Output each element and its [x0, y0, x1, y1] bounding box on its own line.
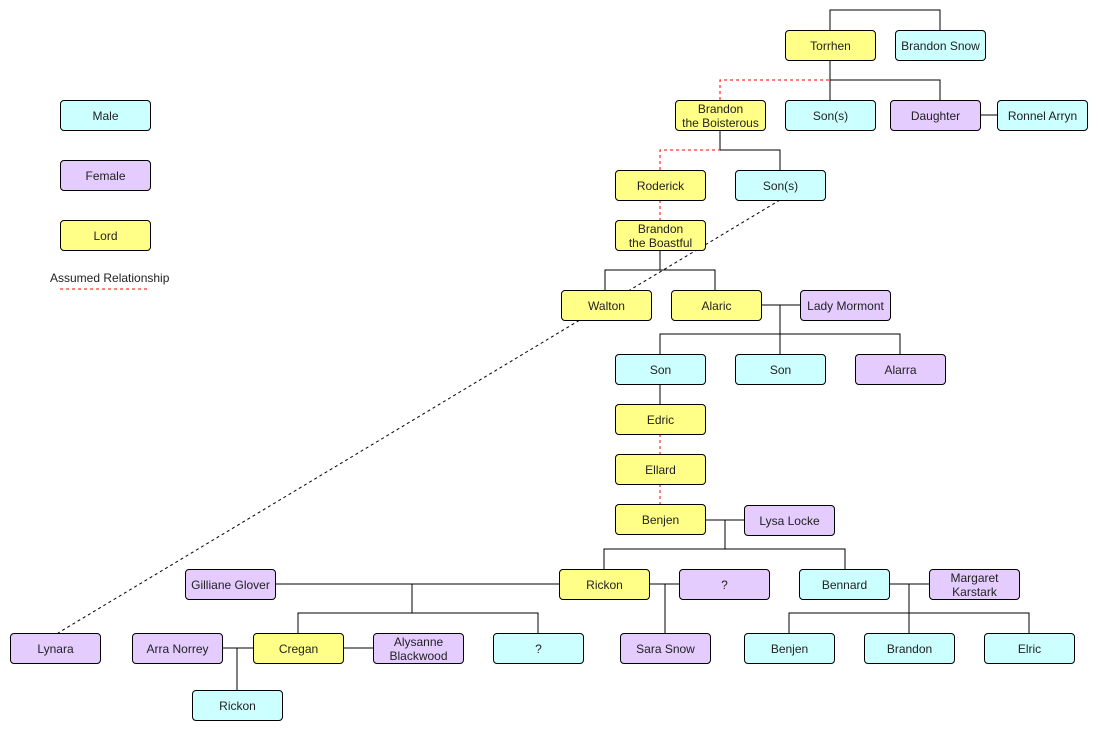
node-label: Son: [769, 362, 792, 377]
node-label: Lady Mormont: [807, 298, 884, 313]
node-label: Brandon the Boisterous: [682, 101, 759, 130]
connector-sons-2: [719, 130, 781, 170]
node-label: Alysanne Blackwood: [389, 634, 448, 663]
connector-benjen-children-bar: [603, 548, 846, 569]
node-label: Gilliane Glover: [191, 577, 270, 592]
node-label: Roderick: [636, 178, 685, 193]
node-label: Margaret Karstark: [950, 570, 999, 599]
node-benjen-2[interactable]: Benjen: [744, 633, 835, 664]
node-lynara[interactable]: Lynara: [10, 633, 101, 664]
node-margaret-karstark[interactable]: Margaret Karstark: [929, 569, 1020, 600]
legend-male: Male: [60, 100, 151, 131]
node-brandon-the-boastful[interactable]: Brandon the Boastful: [615, 220, 706, 251]
node-brandon-the-boisterous[interactable]: Brandon the Boisterous: [675, 100, 766, 131]
node-label: Son(s): [762, 178, 799, 193]
node-label: Ellard: [645, 462, 676, 477]
node-label: Bennard: [821, 577, 868, 592]
node-unknown-wife[interactable]: ?: [679, 569, 770, 600]
node-brandon-snow[interactable]: Brandon Snow: [895, 30, 986, 61]
node-label: Cregan: [278, 641, 319, 656]
node-label: Son(s): [812, 108, 849, 123]
node-daughter[interactable]: Daughter: [890, 100, 981, 131]
node-cregan[interactable]: Cregan: [253, 633, 344, 664]
node-son-1[interactable]: Son: [615, 354, 706, 385]
node-alysanne-blackwood[interactable]: Alysanne Blackwood: [373, 633, 464, 664]
assumed-torrhen-boisterous: [719, 79, 830, 100]
node-walton[interactable]: Walton: [561, 290, 652, 321]
connector-torrhen-parents: [829, 9, 941, 31]
node-benjen[interactable]: Benjen: [615, 504, 706, 535]
legend-female-label: Female: [85, 168, 126, 183]
node-label: Ronnel Arryn: [1007, 108, 1078, 123]
node-label: Alaric: [701, 298, 732, 313]
node-label: Benjen: [770, 641, 809, 656]
legend-assumed-label: Assumed Relationship: [50, 271, 170, 285]
connector-walton-alaric: [604, 269, 716, 290]
node-sons-2[interactable]: Son(s): [735, 170, 826, 201]
node-label: Son: [649, 362, 672, 377]
legend-lord: Lord: [60, 220, 151, 251]
node-label: Lynara: [37, 641, 74, 656]
node-torrhen[interactable]: Torrhen: [785, 30, 876, 61]
node-label: Benjen: [641, 512, 680, 527]
connector-daughter: [830, 79, 941, 100]
node-label: Arra Norrey: [146, 641, 209, 656]
assumed-sons-lynara: [57, 199, 781, 634]
node-label: Lysa Locke: [759, 513, 820, 528]
connector-cregan-unknown-bar: [297, 612, 539, 633]
node-label: Brandon: [886, 641, 933, 656]
legend-female: Female: [60, 160, 151, 191]
node-label: Daughter: [910, 108, 961, 123]
node-lysa-locke[interactable]: Lysa Locke: [744, 505, 835, 536]
node-label: Rickon: [219, 698, 256, 713]
assumed-boisterous-roderick: [659, 149, 720, 170]
node-label: Elric: [1017, 641, 1042, 656]
node-alaric[interactable]: Alaric: [671, 290, 762, 321]
node-sara-snow[interactable]: Sara Snow: [620, 633, 711, 664]
node-brandon-2[interactable]: Brandon: [864, 633, 955, 664]
node-unknown-child[interactable]: ?: [493, 633, 584, 664]
node-label: Alarra: [884, 362, 917, 377]
node-label: Brandon the Boastful: [628, 221, 693, 250]
node-label: ?: [535, 641, 542, 656]
node-son-2[interactable]: Son: [735, 354, 826, 385]
node-rickon[interactable]: Rickon: [559, 569, 650, 600]
legend-lord-label: Lord: [93, 228, 118, 243]
node-alarra[interactable]: Alarra: [855, 354, 946, 385]
node-arra-norrey[interactable]: Arra Norrey: [132, 633, 223, 664]
node-roderick[interactable]: Roderick: [615, 170, 706, 201]
node-ellard[interactable]: Ellard: [615, 454, 706, 485]
node-lady-mormont[interactable]: Lady Mormont: [800, 290, 891, 321]
node-label: Brandon Snow: [901, 38, 980, 53]
node-label: Rickon: [586, 577, 623, 592]
node-elric[interactable]: Elric: [984, 633, 1075, 664]
node-label: Walton: [588, 298, 625, 313]
node-gilliane-glover[interactable]: Gilliane Glover: [185, 569, 276, 600]
node-label: ?: [721, 577, 728, 592]
node-label: Sara Snow: [636, 641, 695, 656]
node-sons-1[interactable]: Son(s): [785, 100, 876, 131]
legend-male-label: Male: [92, 108, 119, 123]
node-edric[interactable]: Edric: [615, 404, 706, 435]
node-ronnel-arryn[interactable]: Ronnel Arryn: [997, 100, 1088, 131]
node-label: Edric: [646, 412, 675, 427]
node-label: Torrhen: [810, 38, 851, 53]
node-bennard[interactable]: Bennard: [799, 569, 890, 600]
node-rickon-2[interactable]: Rickon: [192, 690, 283, 721]
